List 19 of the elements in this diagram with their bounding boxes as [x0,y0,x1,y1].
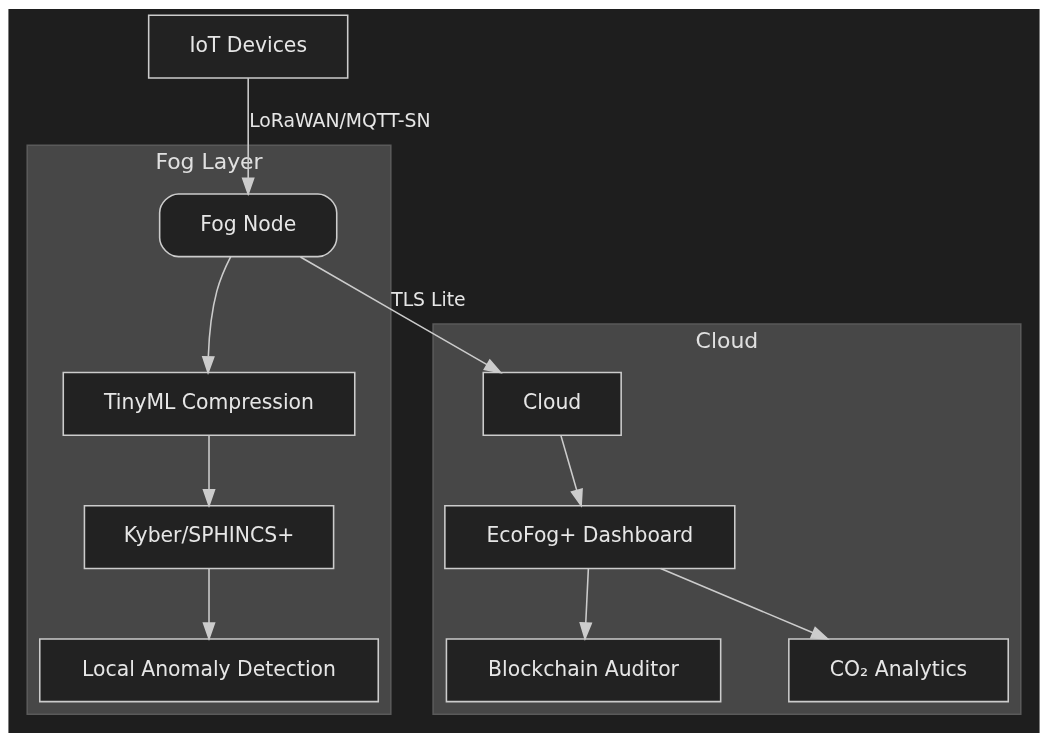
node-box: EcoFog+ Dashboard [444,505,736,570]
edge-label: TLS Lite [391,289,466,311]
node-box: Local Anomaly Detection [39,638,380,703]
arrow [579,568,593,642]
node-box: Blockchain Auditor [445,638,722,703]
arrow [299,256,503,374]
node-box: Kyber/SPHINCS+ [83,505,335,570]
node-box: CO₂ Analytics [788,638,1009,703]
arrow [202,434,216,508]
arrow [659,567,830,640]
node-box: Cloud [482,371,622,437]
node-box: IoT Devices [147,14,349,79]
node-box: Fog Node [158,193,338,258]
arrow [201,255,232,375]
arrow [241,77,255,197]
arrow [202,568,216,642]
edge-label: LoRaWAN/MQTT-SN [249,110,431,132]
node-box: TinyML Compression [62,371,356,437]
arrow [560,434,583,508]
